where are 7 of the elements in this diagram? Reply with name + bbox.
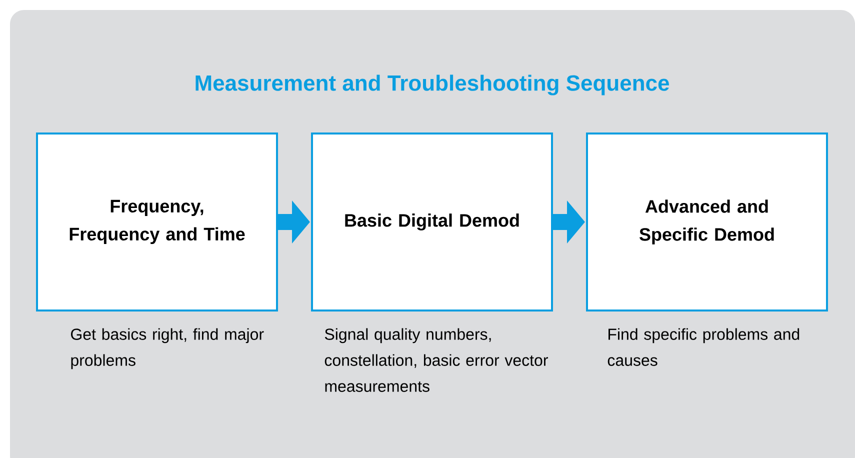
description-text: Signal quality numbers, constellation, basic error vector measurements bbox=[324, 328, 548, 392]
description-text: Get basics right, find major problems bbox=[71, 328, 264, 370]
process-box: Advanced and Specific Demod bbox=[586, 132, 828, 312]
description-text: Find specific problems and causes bbox=[608, 328, 800, 366]
title: Measurement and Troubleshooting Sequence bbox=[196, 74, 669, 96]
process-box: Basic Digital Demod bbox=[311, 132, 553, 312]
process-box: Frequency, Frequency and Time bbox=[36, 132, 278, 312]
